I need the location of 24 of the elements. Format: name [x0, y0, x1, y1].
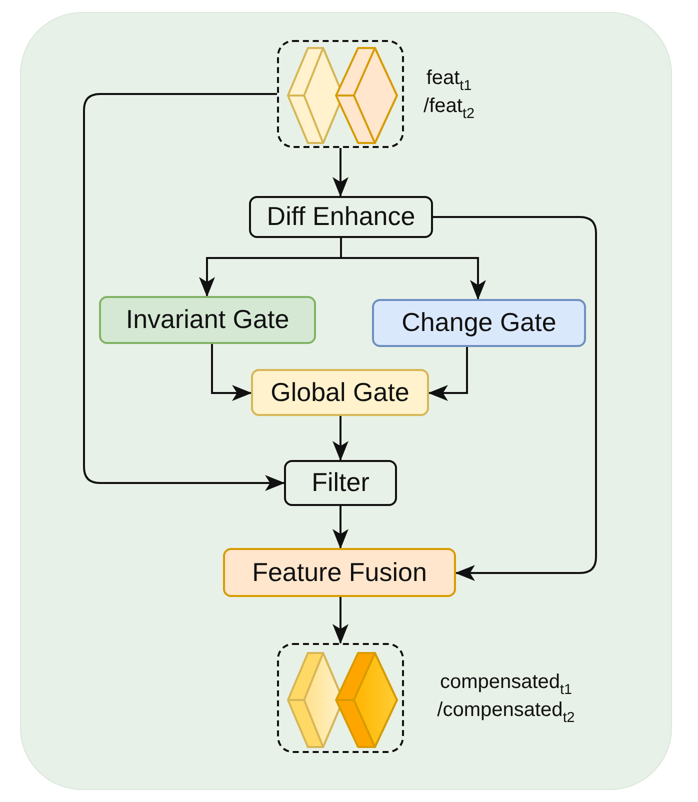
process-box	[223, 548, 456, 597]
feature-label: feat$_{t1}$ /feat$_{t2}$	[422, 66, 476, 120]
arrow	[332, 506, 348, 549]
gate-box	[372, 299, 586, 347]
arrow	[83, 93, 285, 491]
box-label: Change Gate	[402, 308, 556, 338]
box-label: Invariant Gate	[126, 305, 290, 335]
arrow	[332, 416, 348, 461]
arrow	[433, 216, 597, 581]
box-label: Filter	[312, 468, 370, 498]
process-box	[249, 196, 433, 238]
gate-box	[251, 369, 429, 416]
feature-label: compensated$_{t1}$ /compensated$_{t2}$	[436, 670, 576, 724]
box-label: Global Gate	[270, 378, 410, 408]
arrow	[332, 148, 348, 197]
arrow	[332, 597, 348, 644]
box-label: Feature Fusion	[252, 558, 427, 588]
gate-box	[99, 296, 316, 344]
dashed-group-box	[277, 643, 404, 753]
box-label: Diff Enhance	[266, 202, 416, 232]
arrow	[428, 347, 468, 401]
process-box	[284, 460, 397, 506]
arrow	[211, 344, 252, 401]
dashed-group-box	[277, 40, 404, 148]
